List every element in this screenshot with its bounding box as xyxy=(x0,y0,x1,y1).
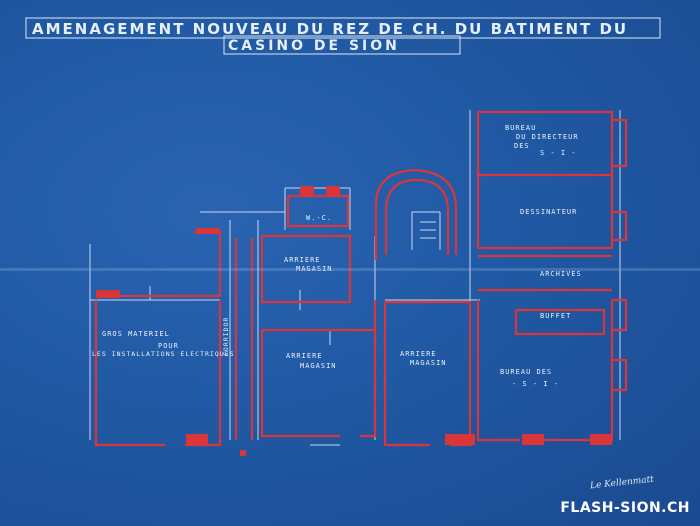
label-gros-materiel: GROS MATERIEL xyxy=(102,330,170,338)
label-wc: W.-C. xyxy=(306,214,333,222)
label-du-directeur: DU DIRECTEUR xyxy=(516,133,579,141)
label-si: S - I - xyxy=(540,149,577,157)
label-des: DES xyxy=(514,142,530,150)
label-buffet: BUFFET xyxy=(540,312,572,320)
title-line-2: CASINO DE SION xyxy=(228,38,400,54)
label-installations: LES INSTALLATIONS ELECTRIQUES xyxy=(92,350,235,358)
label-archives: ARCHIVES xyxy=(540,270,582,278)
label-arriere-1: ARRIERE xyxy=(284,256,321,264)
label-pour: POUR xyxy=(158,342,179,350)
wall-piers xyxy=(96,186,612,456)
label-arriere-3: ARRIERE xyxy=(400,350,437,358)
watermark-logo: FLASH-SION.CH xyxy=(560,500,690,516)
walls xyxy=(94,110,628,447)
label-corridor: CORRIDOR xyxy=(222,316,230,356)
label-dessinateur: DESSINATEUR xyxy=(520,208,578,216)
label-magasin-1: MAGASIN xyxy=(296,265,333,273)
title-frame-2 xyxy=(223,35,461,55)
label-magasin-2: MAGASIN xyxy=(300,362,337,370)
label-bureau-des: BUREAU DES xyxy=(500,368,553,376)
label-magasin-3: MAGASIN xyxy=(410,359,447,367)
label-bureau-si: - S - I - xyxy=(512,380,559,388)
label-bureau-directeur: BUREAU xyxy=(505,124,537,132)
title-line-1: AMENAGEMENT NOUVEAU DU REZ DE CH. DU BAT… xyxy=(32,20,629,38)
label-arriere-2: ARRIERE xyxy=(286,352,323,360)
title-frame-1 xyxy=(25,17,661,39)
